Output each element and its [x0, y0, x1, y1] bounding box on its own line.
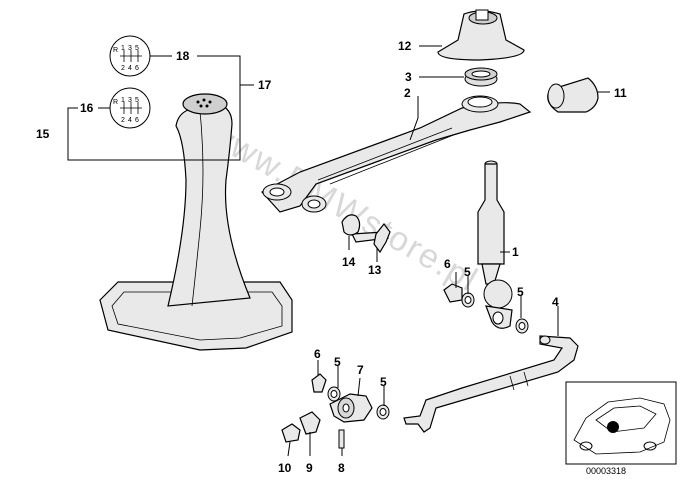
svg-text:5: 5	[135, 97, 139, 104]
svg-text:6: 6	[135, 117, 139, 124]
callout-16: 16	[80, 101, 94, 115]
svg-text:5: 5	[135, 45, 139, 52]
cap-lower	[281, 423, 301, 443]
leader-lines-right	[287, 45, 610, 457]
lever-bush	[341, 214, 361, 236]
callout-15: 15	[36, 127, 50, 141]
callout-8: 8	[338, 461, 345, 475]
joint	[329, 393, 373, 423]
svg-text:2: 2	[121, 65, 125, 72]
svg-text:4: 4	[128, 117, 132, 124]
svg-text:3: 3	[128, 97, 132, 104]
reference-code: 00003318	[586, 466, 626, 476]
shift-arm	[261, 95, 532, 213]
callout-12: 12	[398, 39, 412, 53]
callout-11: 11	[614, 86, 627, 100]
callout-5c: 5	[334, 355, 341, 369]
svg-text:4: 4	[128, 65, 132, 72]
clip-upper	[443, 283, 463, 303]
callout-18: 18	[176, 49, 190, 63]
callout-13: 13	[368, 263, 382, 277]
vehicle-location-thumbnail	[565, 381, 677, 465]
washer-upper-left	[461, 292, 475, 308]
svg-text:1: 1	[121, 45, 125, 52]
shift-pattern-badge-top: R 1 3 5 2 4 6	[109, 35, 151, 77]
callout-9: 9	[306, 461, 313, 475]
watermark: www.BMWstore.pl	[200, 114, 485, 300]
callout-labels: 1 2 3 4 5 5 5 5 6 6 7 8 9 10 11 12 13 14…	[36, 39, 627, 475]
svg-text:2: 2	[121, 117, 125, 124]
callout-6b: 6	[314, 347, 321, 361]
svg-text:R: R	[113, 99, 118, 106]
washer-lower-left	[327, 386, 341, 402]
callout-5d: 5	[380, 375, 387, 389]
selector-lever	[351, 223, 391, 254]
bushing	[547, 77, 599, 113]
location-marker	[607, 421, 619, 433]
shift-pattern-badge-bottom: R 1 3 5 2 4 6	[109, 87, 151, 129]
callout-3: 3	[405, 70, 412, 84]
callout-7: 7	[357, 363, 364, 377]
pin	[338, 429, 345, 449]
shift-boot	[99, 93, 293, 351]
leader-lines-left	[67, 55, 254, 161]
svg-text:1: 1	[121, 97, 125, 104]
callout-10: 10	[278, 461, 292, 475]
callout-5b: 5	[517, 285, 524, 299]
svg-text:R: R	[113, 47, 118, 54]
washer-lower-right	[376, 404, 390, 420]
callout-5a: 5	[464, 265, 471, 279]
callout-14: 14	[342, 255, 356, 269]
callout-4: 4	[552, 295, 559, 309]
bearing-ring	[464, 67, 498, 87]
callout-1: 1	[512, 245, 519, 259]
dust-cap	[437, 9, 525, 61]
gear-lever	[477, 160, 513, 329]
clip-lower	[311, 373, 327, 393]
shift-rod	[403, 335, 579, 433]
washer-upper-right	[515, 318, 529, 334]
svg-text:3: 3	[128, 45, 132, 52]
bush-lower	[299, 411, 321, 435]
shift-pattern-dots	[196, 98, 212, 108]
callout-6a: 6	[444, 257, 451, 271]
callout-17: 17	[258, 78, 272, 92]
svg-text:6: 6	[135, 65, 139, 72]
callout-2: 2	[404, 86, 411, 100]
